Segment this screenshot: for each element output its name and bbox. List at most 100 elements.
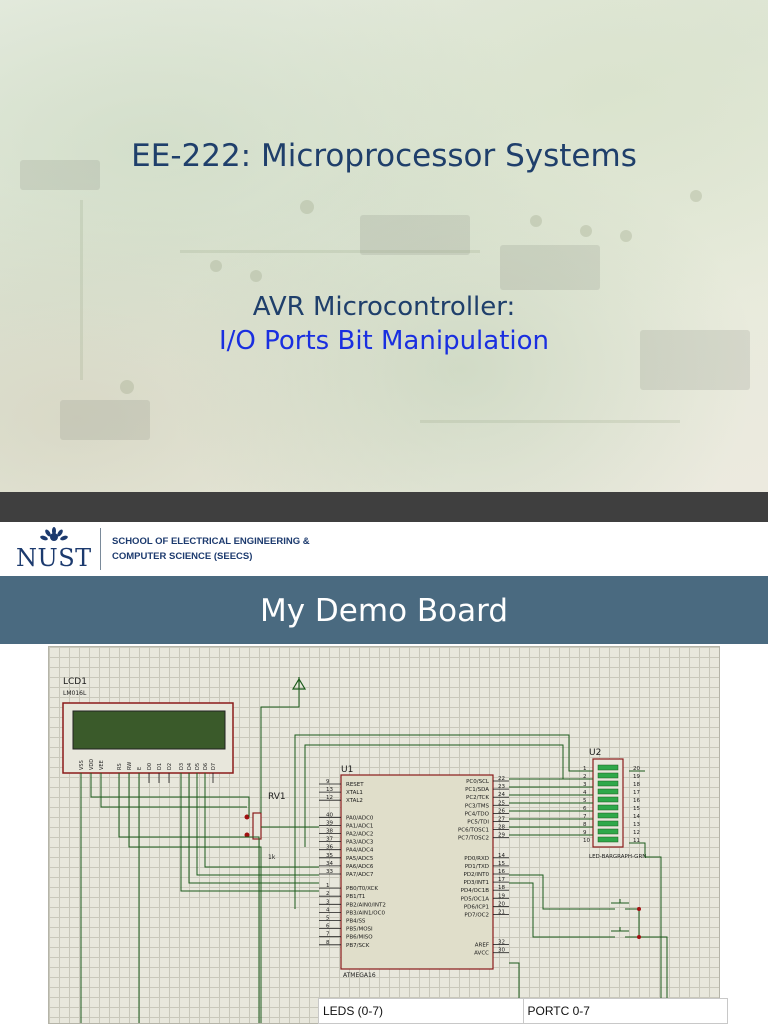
lcd-pin-label: VDD bbox=[89, 759, 95, 770]
led-pin-number: 1 bbox=[583, 766, 587, 772]
pcb-decoration bbox=[80, 200, 83, 380]
mcu-pin-label: PD7/OC2 bbox=[464, 913, 489, 919]
port-mapping-table: LEDS (0-7) PORTC 0-7 bbox=[318, 998, 728, 1024]
lcd-pin-label: D1 bbox=[157, 763, 163, 770]
mcu-pin-label: PC7/TOSC2 bbox=[458, 836, 489, 842]
mcu-pin-label: PB1/T1 bbox=[346, 894, 365, 900]
mcu-pin-number: 27 bbox=[498, 817, 505, 823]
led-pin-number: 7 bbox=[583, 814, 587, 820]
lcd-pin-label: D7 bbox=[211, 763, 217, 770]
pot-terminal-icon bbox=[244, 814, 250, 820]
lcd-pin-label: D5 bbox=[195, 763, 201, 770]
pcb-decoration bbox=[580, 225, 592, 237]
mcu-pin-number: 19 bbox=[498, 893, 505, 899]
slide-header bbox=[0, 522, 768, 576]
mcu-pin-label: PB4/SS bbox=[346, 919, 366, 925]
pcb-decoration bbox=[300, 200, 314, 214]
mcu-pin-number: 1 bbox=[326, 883, 330, 889]
lcd-pin-label: D6 bbox=[203, 763, 209, 770]
mcu-pin-label: PB6/MISO bbox=[346, 935, 373, 941]
led-segment bbox=[597, 796, 619, 803]
lcd-pin-label: E bbox=[137, 767, 143, 770]
mcu-pin-label: PA0/ADC0 bbox=[346, 815, 374, 821]
mcu-pin-number: 37 bbox=[326, 837, 333, 843]
table-cell: LEDS (0-7) bbox=[318, 998, 524, 1024]
mcu-pin-label: PA5/ADC5 bbox=[346, 856, 374, 862]
mcu-pin-number: 14 bbox=[498, 853, 505, 859]
mcu-pin-number: 17 bbox=[498, 877, 505, 883]
led-pin-number: 9 bbox=[583, 830, 587, 836]
switch-node-icon bbox=[637, 907, 641, 911]
mcu-pin-label: PA7/ADC7 bbox=[346, 872, 374, 878]
mcu-pin-number: 3 bbox=[326, 899, 330, 905]
mcu-pin-label: PA4/ADC4 bbox=[346, 848, 374, 854]
mcu-pin-label: PD1/TXD bbox=[465, 864, 489, 870]
pot-terminal-icon bbox=[244, 832, 250, 838]
pcb-decoration bbox=[210, 260, 222, 272]
mcu-pin-label: PC1/SDA bbox=[465, 787, 489, 793]
led-pin-number: 6 bbox=[583, 806, 587, 812]
led-pin-number: 3 bbox=[583, 782, 587, 788]
mcu-pin-label: PD0/RXD bbox=[464, 856, 489, 862]
lcd-pin-label: VSS bbox=[79, 760, 85, 770]
mcu-part: ATMEGA16 bbox=[343, 972, 376, 979]
mcu-pin-number: 8 bbox=[326, 940, 330, 946]
lcd-pin-label: VEE bbox=[99, 760, 105, 770]
mcu-pin-label: PD5/OC1A bbox=[461, 896, 490, 902]
led-segment bbox=[597, 812, 619, 819]
mcu-pin-number: 20 bbox=[498, 901, 505, 907]
pcb-decoration bbox=[690, 190, 702, 202]
mcu-pin-label: PC4/TDO bbox=[465, 811, 490, 817]
mcu-pin-label: PB0/T0/XCK bbox=[346, 886, 378, 892]
led-segment bbox=[597, 772, 619, 779]
led-pin-number: 12 bbox=[633, 830, 640, 836]
mcu-pin-label: PA2/ADC2 bbox=[346, 832, 373, 838]
mcu-pin-number: 35 bbox=[326, 853, 333, 859]
pcb-decoration bbox=[120, 380, 134, 394]
led-pin-number: 11 bbox=[633, 838, 640, 844]
mcu-pin-number: 16 bbox=[498, 869, 505, 875]
logo-divider bbox=[100, 528, 101, 570]
school-name-line1: SCHOOL OF ELECTRICAL ENGINEERING & bbox=[112, 536, 310, 547]
led-pin-number: 4 bbox=[583, 790, 587, 796]
school-name-line2: COMPUTER SCIENCE (SEECS) bbox=[112, 551, 253, 562]
mcu-pin-label: PD4/OC1B bbox=[461, 888, 490, 894]
mcu-pin-number: 24 bbox=[498, 792, 505, 798]
led-part: LED-BARGRAPH-GRN bbox=[589, 854, 646, 860]
mcu-pin-number: 5 bbox=[326, 916, 330, 922]
mcu-pin-label: PB2/AIN0/INT2 bbox=[346, 902, 386, 908]
mcu-pin-label: PC6/TOSC1 bbox=[458, 828, 489, 834]
led-pin-number: 5 bbox=[583, 798, 587, 804]
lcd-pin-label: RW bbox=[127, 762, 133, 770]
mcu-pin-number: 26 bbox=[498, 808, 505, 814]
pcb-decoration bbox=[500, 245, 600, 290]
lcd-pin-label: D2 bbox=[167, 763, 173, 770]
school-name: SCHOOL OF ELECTRICAL ENGINEERING & COMPU… bbox=[112, 534, 310, 564]
mcu-pin-label: PC5/TDI bbox=[467, 820, 489, 826]
mcu-pin-label: XTAL1 bbox=[346, 790, 363, 796]
mcu-pin-label: PC2/TCK bbox=[466, 795, 489, 801]
course-title: EE-222: Microprocessor Systems bbox=[131, 138, 637, 174]
switch-node-icon bbox=[637, 935, 641, 939]
lcd-pin-label: RS bbox=[117, 763, 123, 770]
power-terminal-icon bbox=[291, 677, 307, 690]
led-pin-number: 17 bbox=[633, 790, 640, 796]
pcb-decoration bbox=[640, 330, 750, 390]
pcb-decoration bbox=[60, 400, 150, 440]
mcu-pin-label: RESET bbox=[346, 782, 364, 788]
mcu-pin-number: 40 bbox=[326, 812, 333, 818]
table-row: LEDS (0-7) PORTC 0-7 bbox=[318, 998, 728, 1024]
led-segment bbox=[597, 780, 619, 787]
led-segment bbox=[597, 820, 619, 827]
led-bar-group bbox=[597, 764, 619, 843]
title-slide: EE-222: Microprocessor Systems AVR Micro… bbox=[0, 0, 768, 492]
lcd-name: LCD1 bbox=[63, 677, 87, 687]
mcu-pin-number: 39 bbox=[326, 820, 333, 826]
mcu-pin-label: PB7/SCK bbox=[346, 943, 370, 949]
mcu-pin-number: 22 bbox=[498, 776, 505, 782]
led-pin-number: 14 bbox=[633, 814, 640, 820]
mcu-pin-label: XTAL2 bbox=[346, 798, 363, 804]
led-pin-number: 19 bbox=[633, 774, 640, 780]
